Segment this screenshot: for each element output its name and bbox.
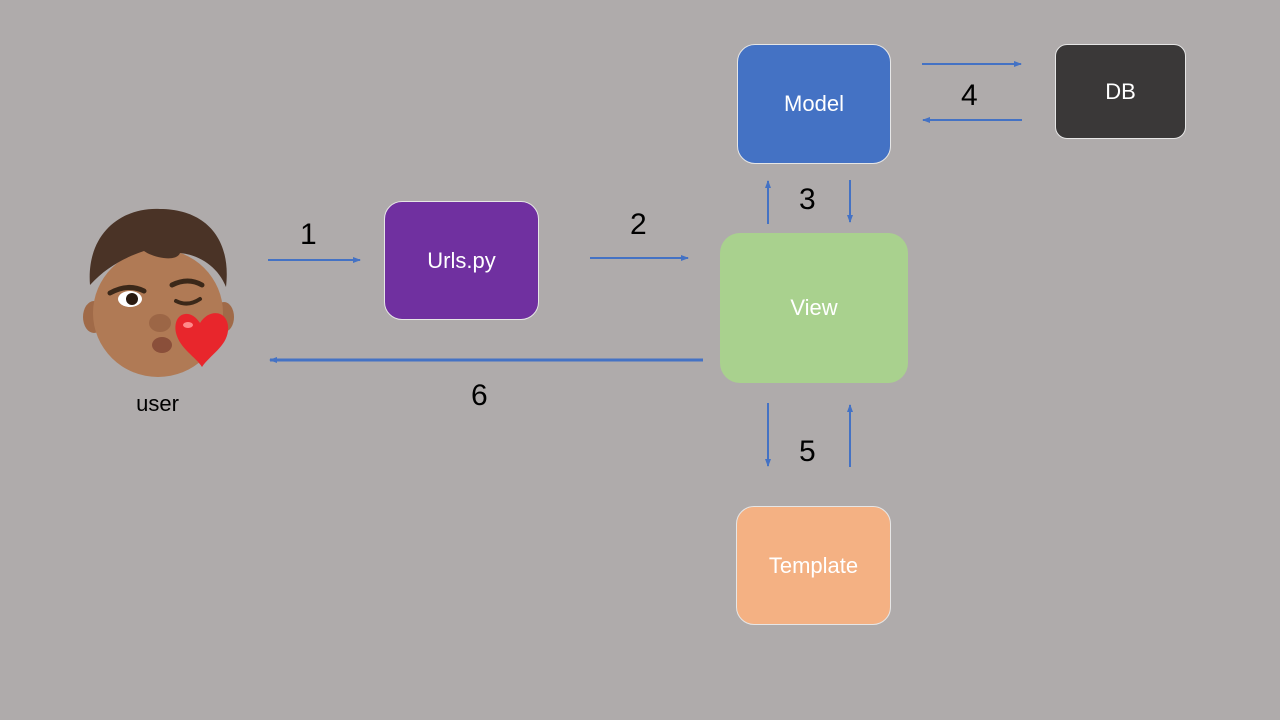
- view-label: View: [790, 295, 838, 320]
- template-label: Template: [768, 552, 859, 578]
- view-node: View: [720, 233, 908, 383]
- db-node: DB: [1055, 44, 1186, 139]
- urls-py-label: Urls.py: [427, 247, 496, 273]
- step-label-3: 3: [799, 183, 816, 216]
- step-label-6: 6: [471, 379, 488, 412]
- step-label-5: 5: [799, 435, 816, 468]
- step-label-2: 2: [630, 208, 647, 241]
- user-label: user: [136, 391, 179, 416]
- step-label-1: 1: [300, 218, 317, 251]
- step-label-4: 4: [961, 79, 978, 112]
- model-node: Model: [737, 44, 891, 164]
- urls-py-node: Urls.py: [384, 201, 539, 320]
- model-label: Model: [784, 91, 844, 116]
- template-node: Template: [736, 506, 891, 625]
- db-label: DB: [1105, 78, 1136, 104]
- user-avatar-memoji-icon: [83, 208, 234, 377]
